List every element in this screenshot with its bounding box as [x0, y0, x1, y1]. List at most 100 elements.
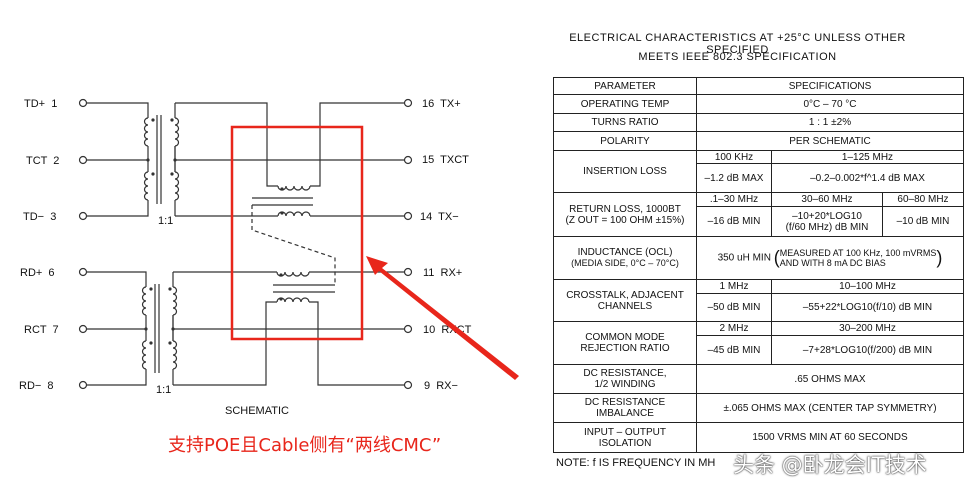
freq: .1–30 MHz: [696, 192, 772, 207]
pin-label-tct: TCT 2: [26, 155, 59, 167]
junction-dot: [280, 211, 284, 215]
header-parameter: PARAMETER: [553, 77, 697, 95]
label-line: DC RESISTANCE: [584, 397, 666, 408]
freq: 60–80 MHz: [882, 192, 964, 207]
schematic-caption: SCHEMATIC: [225, 405, 289, 417]
junction-dot: [149, 341, 153, 345]
junction-dot: [170, 118, 174, 122]
ratio-label-bottom: 1:1: [156, 384, 171, 396]
transformer-schematic: TD+ 1 TCT 2 TD− 3 RD+ 6 RCT 7 RD− 8 16 T…: [19, 98, 519, 417]
param-value: 0°C – 70 °C: [696, 94, 964, 114]
label-line: (MEDIA SIDE, 0°C – 70°C): [571, 258, 679, 268]
junction-dot: [151, 172, 155, 176]
value: –55+22*LOG10(f/10) dB MIN: [771, 293, 964, 322]
label-line: INPUT – OUTPUT: [583, 426, 667, 438]
freq: 2 MHz: [696, 321, 772, 336]
param-value: PER SCHEMATIC: [696, 131, 964, 151]
annotation-text: 支持POE且Cable侧有“两线CMC”: [168, 435, 442, 456]
label-line: INDUCTANCE (OCL): [577, 247, 673, 258]
label-line: ISOLATION: [598, 437, 652, 449]
value-main: 350 uH MIN: [717, 252, 771, 264]
freq: 30–200 MHz: [771, 321, 964, 336]
table-row: DC RESISTANCE,1/2 WINDING.65 OHMS MAX: [553, 364, 964, 394]
wire: [173, 301, 277, 386]
pin-label-rd-minus: RD− 8: [19, 380, 54, 392]
wire: [309, 301, 404, 386]
value: –16 dB MIN: [696, 206, 772, 237]
param-value: .65 OHMS MAX: [696, 364, 964, 394]
winding: [143, 117, 149, 147]
pin-label-txct: 15 TXCT: [422, 154, 469, 166]
winding: [172, 286, 178, 316]
pin-label-td-plus: TD+ 1: [24, 98, 57, 110]
param-value: 350 uH MIN (MEASURED AT 100 KHz, 100 mVR…: [696, 236, 964, 280]
junction-dot: [168, 341, 172, 345]
highlight-box: [230, 125, 364, 341]
label-line: IMBALANCE: [596, 408, 654, 419]
junction-dot: [149, 287, 153, 291]
pin-terminal: [403, 267, 413, 277]
header-specifications: SPECIFICATIONS: [696, 77, 964, 95]
param-label: RETURN LOSS, 1000BT(Z OUT = 100 OHM ±15%…: [553, 192, 697, 237]
winding: [143, 171, 149, 201]
pin-terminal: [78, 155, 88, 165]
value-line: (f/60 MHz) dB MIN: [785, 221, 869, 233]
value: –50 dB MIN: [696, 293, 772, 322]
condition-line: AND WITH 8 mA DC BIAS: [779, 258, 886, 268]
freq: 1–125 MHz: [771, 150, 964, 164]
winding: [174, 117, 180, 147]
param-label: DC RESISTANCE,1/2 WINDING: [553, 364, 697, 394]
pin-terminal: [403, 324, 413, 334]
value: –10 dB MIN: [882, 206, 964, 237]
junction-dot: [279, 273, 283, 277]
label-line: REJECTION RATIO: [580, 343, 670, 354]
junction-dot: [168, 287, 172, 291]
wire: [87, 271, 147, 287]
spec-note: NOTE: f IS FREQUENCY IN MH: [556, 457, 716, 469]
winding: [174, 171, 180, 201]
pin-terminal: [403, 380, 413, 390]
pin-label-td-minus: TD− 3: [23, 211, 56, 223]
label-line: COMMON MODE: [585, 332, 665, 343]
label-line: (Z OUT = 100 OHM ±15%): [565, 214, 685, 226]
param-label: INDUCTANCE (OCL)(MEDIA SIDE, 0°C – 70°C): [553, 236, 697, 280]
spec-title-line1: ELECTRICAL CHARACTERISTICS AT +25°C UNLE…: [569, 32, 906, 56]
wire: [87, 369, 147, 386]
pin-label-tx-minus: 14 TX−: [420, 211, 459, 223]
arrow-icon: [366, 256, 519, 380]
watermark: 头条 @卧龙会IT技术: [733, 453, 927, 477]
freq: 10–100 MHz: [771, 279, 964, 294]
junction-dot: [279, 297, 283, 301]
value: –0.2–0.002*f^1.4 dB MAX: [771, 163, 964, 193]
wire: [310, 102, 404, 187]
value-line: –10+20*LOG10: [792, 210, 862, 222]
wire: [87, 200, 149, 217]
param-label: TURNS RATIO: [553, 113, 697, 132]
ratio-label-top: 1:1: [158, 215, 173, 227]
label-line: DC RESISTANCE,: [583, 368, 667, 379]
pin-terminal: [78, 211, 88, 221]
label-line: 1/2 WINDING: [594, 379, 656, 390]
param-label: POLARITY: [553, 131, 697, 151]
junction-dot: [144, 327, 148, 331]
spec-title-line2: MEETS IEEE 802.3 SPECIFICATION: [638, 51, 837, 63]
value: –1.2 dB MAX: [696, 163, 772, 193]
table-row: RETURN LOSS, 1000BT(Z OUT = 100 OHM ±15%…: [553, 192, 964, 237]
pin-label-rd-plus: RD+ 6: [20, 267, 55, 279]
pin-label-tx-plus: 16 TX+: [422, 98, 461, 110]
freq: 1 MHz: [696, 279, 772, 294]
label-line: RETURN LOSS, 1000BT: [569, 203, 681, 215]
pin-terminal: [403, 155, 413, 165]
pin-terminal: [78, 380, 88, 390]
junction-dot: [151, 118, 155, 122]
label-line: CROSSTALK, ADJACENT: [566, 289, 684, 301]
